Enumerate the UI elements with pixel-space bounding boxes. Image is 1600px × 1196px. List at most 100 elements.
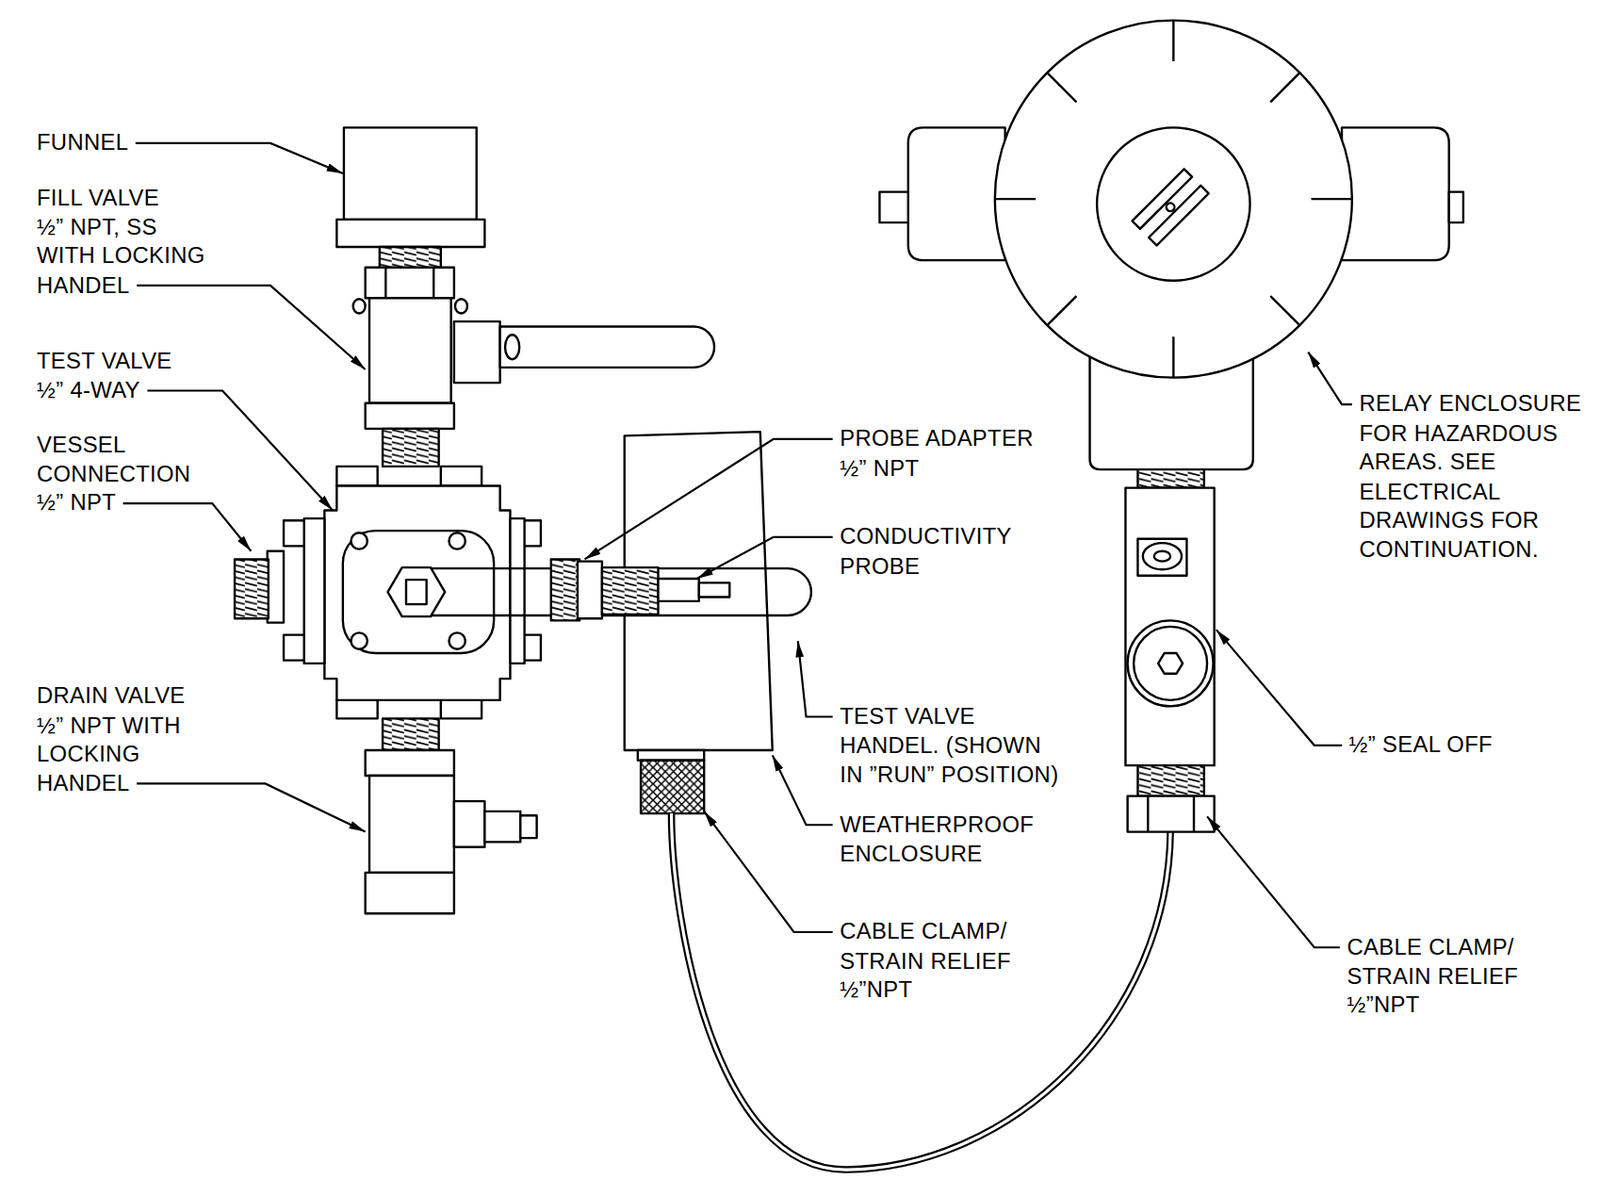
label-line: FOR HAZARDOUS (1358, 419, 1558, 449)
leader-line (1207, 816, 1340, 947)
bolt-hole (351, 632, 368, 649)
label-line: AREAS. SEE (1358, 447, 1496, 477)
stem-square (406, 579, 427, 605)
label-line: CABLE CLAMP/ (1346, 932, 1514, 963)
bolt (336, 700, 377, 719)
label-line: ½” SEAL OFF (1349, 730, 1493, 760)
drain-valve-body (369, 775, 455, 873)
conductivity-probe (657, 578, 699, 602)
test-valve-body (324, 485, 510, 700)
label-line: FUNNEL (36, 128, 129, 158)
bolt-hole (351, 532, 368, 549)
valve-nut (365, 267, 455, 298)
callout-label: CABLE CLAMP/ STRAIN RELIEF ½”NPT (1346, 932, 1519, 1021)
nut-flats (1147, 796, 1194, 833)
label-line: VESSEL (36, 430, 127, 460)
bolt (283, 635, 307, 661)
leader-line (703, 811, 833, 932)
label-line: HANDEL (36, 271, 131, 301)
lock-ear (353, 298, 366, 313)
leader-line (798, 640, 833, 717)
callout-label: TEST VALVE HANDEL. (SHOWN IN ”RUN” POSIT… (839, 702, 1059, 790)
bolt (283, 520, 307, 546)
label-line: ½” NPT (36, 489, 116, 519)
callout-label: ½” SEAL OFF (1349, 730, 1493, 760)
adapter-hex (577, 561, 603, 620)
label-line: ½”NPT (1346, 991, 1420, 1021)
leader-line (772, 754, 833, 825)
seal-plug-boss (1137, 538, 1187, 576)
label-line: CONNECTION (36, 459, 191, 490)
label-line: TEST VALVE (36, 346, 173, 376)
thread (382, 428, 440, 467)
callout-label: RELAY ENCLOSURE FOR HAZARDOUS AREAS. SEE… (1358, 390, 1582, 565)
cable-clamp (1127, 796, 1215, 833)
valve-nut (365, 403, 455, 429)
fill-valve-body (369, 297, 452, 404)
thread (1137, 469, 1204, 488)
label-line: WEATHERPROOF (839, 810, 1034, 840)
leader-line (1216, 629, 1342, 746)
label-line: CONTINUATION. (1358, 535, 1538, 565)
stem-nut (388, 567, 446, 617)
label-line: HANDEL. (SHOWN (839, 731, 1042, 761)
hex-socket (1158, 653, 1183, 674)
callout-label: CABLE CLAMP/ STRAIN RELIEF ½”NPT (839, 917, 1012, 1006)
valve-nut (365, 872, 455, 914)
relay-enclosure (995, 20, 1353, 378)
callout-label: VESSEL CONNECTION ½” NPT (36, 430, 191, 519)
label-line: IN ”RUN” POSITION) (839, 760, 1059, 790)
seal-fill-plug (1127, 620, 1214, 706)
flange-plate (304, 518, 326, 664)
label-line: ELECTRICAL (1358, 476, 1501, 507)
label-line: STRAIN RELIEF (1346, 962, 1519, 992)
valve-nut (365, 750, 455, 776)
fill-valve-handle (500, 326, 715, 368)
label-line: STRAIN RELIEF (839, 946, 1012, 976)
cover-bar (1148, 185, 1209, 246)
leader-line (1307, 352, 1353, 405)
enclosure-hub (1341, 127, 1450, 261)
bolt (440, 466, 482, 487)
label-line: DRAIN VALVE (36, 681, 186, 711)
callout-label: WEATHERPROOF ENCLOSURE (839, 810, 1034, 869)
leader-line (697, 537, 833, 579)
enclosure-hub (908, 127, 1006, 261)
thread (382, 718, 440, 751)
bolt (440, 700, 482, 719)
callout-label: FUNNEL (36, 128, 129, 158)
cover-boss (1096, 127, 1250, 280)
thread (379, 246, 441, 270)
label-line: PROBE (839, 551, 920, 581)
drain-handle-nut (484, 811, 521, 842)
leader-line (136, 783, 366, 832)
seal-fill-plug-ring (1133, 626, 1208, 701)
label-line: CONDUCTIVITY (839, 522, 1013, 552)
flange-plate (509, 518, 524, 664)
label-line: CABLE CLAMP/ (839, 917, 1007, 947)
label-line: ENCLOSURE (839, 839, 982, 869)
adapter-thread (602, 567, 659, 615)
cover-dot (1164, 201, 1176, 213)
label-line: HANDEL (36, 768, 131, 799)
cable-clamp-knurl (640, 760, 704, 814)
cable-clamp (637, 750, 704, 761)
label-line: ½” 4-WAY (36, 375, 141, 406)
seal-plug (1142, 542, 1182, 570)
callout-label: CONDUCTIVITY PROBE (839, 522, 1013, 581)
seal-off (1125, 488, 1214, 767)
label-line: WITH LOCKING (36, 242, 206, 272)
cover-symbol (1132, 168, 1209, 245)
bolt-hole (448, 632, 465, 649)
stem-plate (342, 530, 494, 654)
callout-label: PROBE ADAPTER ½” NPT (839, 424, 1033, 483)
enclosure-plug (1449, 192, 1464, 223)
label-line: ½” NPT WITH (36, 710, 181, 740)
cover-lugs (995, 20, 1353, 378)
leader-line (123, 503, 252, 552)
label-line: FILL VALVE (36, 183, 160, 213)
probe-terminal (699, 582, 730, 597)
lock-ear (455, 298, 468, 313)
